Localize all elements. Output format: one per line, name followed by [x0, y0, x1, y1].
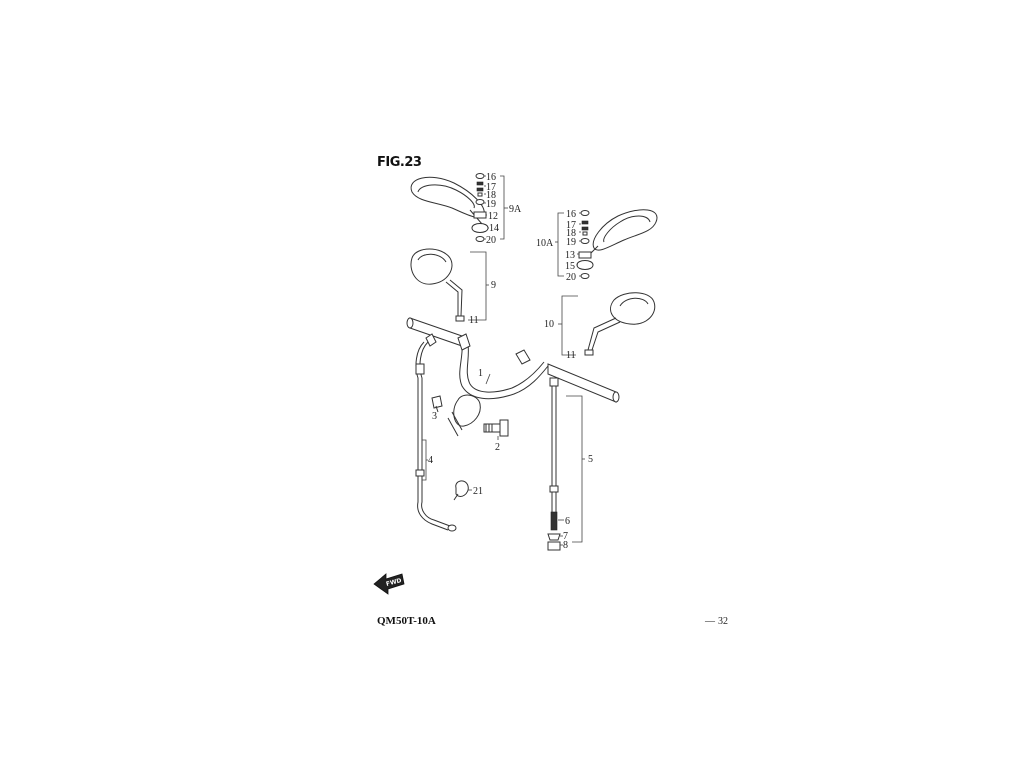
callout-11-right: 11	[566, 350, 576, 361]
throttle-cable	[415, 333, 457, 532]
callout-15: 15	[565, 261, 575, 272]
callout-16-right: 16	[566, 209, 576, 220]
callout-16-left: 16	[486, 172, 496, 183]
leader-1	[485, 373, 491, 385]
mirror-left-standard	[410, 248, 465, 322]
callout-17-right: 17	[566, 220, 576, 231]
callout-19-left: 19	[486, 199, 496, 210]
callout-10a: 10A	[536, 238, 554, 249]
callout-17-left: 17	[486, 182, 496, 193]
mirror-right-standard	[584, 292, 656, 356]
mirror-fastener-stack-left	[471, 173, 489, 242]
callout-9: 9	[491, 280, 496, 291]
callout-20-left: 20	[486, 235, 496, 246]
callout-9a: 9A	[509, 204, 522, 215]
callout-10: 10	[544, 319, 554, 330]
leader-5	[566, 395, 583, 543]
callout-11-left: 11	[469, 315, 479, 326]
callout-2: 2	[495, 442, 500, 453]
figure-title: FIG.23	[377, 155, 422, 170]
callout-18-right: 18	[566, 228, 576, 239]
page-number-dash: —	[704, 616, 716, 627]
mirror-right-upper	[585, 209, 658, 259]
forward-direction-label: FWD	[385, 577, 402, 588]
leader-9	[468, 251, 487, 321]
leader-10	[561, 295, 578, 356]
callout-6: 6	[565, 516, 570, 527]
model-number: QM50T-10A	[377, 615, 436, 627]
callout-13: 13	[565, 250, 575, 261]
mirror-fastener-stack-right	[576, 210, 594, 279]
brake-cable	[547, 377, 561, 551]
callout-1: 1	[478, 368, 483, 379]
callout-21: 21	[473, 486, 483, 497]
callout-14: 14	[489, 223, 499, 234]
callout-19-right: 19	[566, 237, 576, 248]
callout-8: 8	[563, 540, 568, 551]
callout-4: 4	[428, 455, 433, 466]
callout-3: 3	[432, 411, 437, 422]
handlebar	[406, 317, 620, 437]
callout-20-right: 20	[566, 272, 576, 283]
leader-lines-9a	[484, 175, 508, 240]
leader-lines-10a	[555, 212, 581, 277]
handlebar-bolt	[483, 419, 509, 437]
forward-direction-badge: FWD	[373, 573, 405, 595]
page-number: 32	[718, 616, 728, 627]
callout-7: 7	[563, 531, 568, 542]
callout-12: 12	[488, 211, 498, 222]
handlebar-switch-clip	[453, 480, 469, 501]
callout-18-left: 18	[486, 190, 496, 201]
cable-clip	[431, 395, 443, 413]
callout-5: 5	[588, 454, 593, 465]
mirror-left-upper	[410, 176, 485, 225]
